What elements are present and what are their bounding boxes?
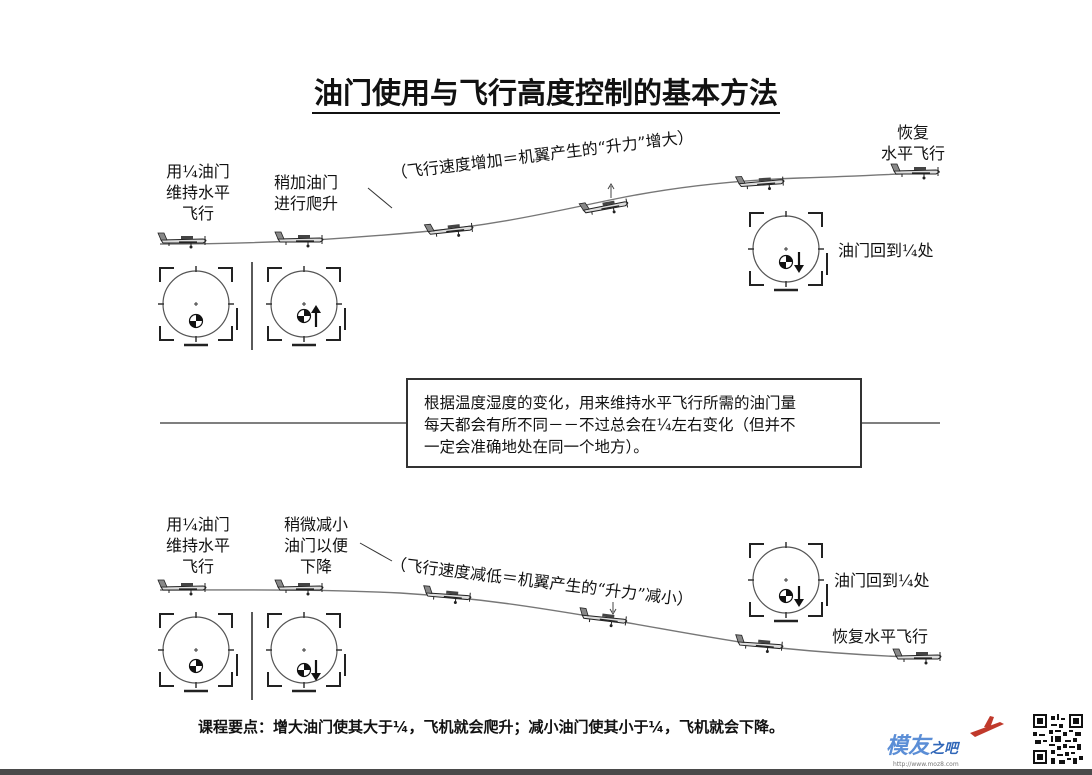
logo-airplane-icon [970,716,1004,737]
airplane-icon [157,232,207,250]
airplane-icon [578,194,630,220]
label-throttle-back: 油门回到¼处 [834,571,930,590]
airplane-icon [733,634,785,655]
qr-code-icon [1033,714,1083,764]
airplane-icon [423,219,475,241]
label-resume-level: 恢复 水平飞行 [880,123,945,163]
arrow-down-icon [794,586,804,607]
transmitter-stick-icon [156,610,239,693]
label-resume-level: 恢复水平飞行 [832,627,929,646]
arrow-down-icon [794,252,804,273]
bottom-bar [0,769,1092,775]
transmitter-stick-icon [156,264,239,347]
page-title: 油门使用与飞行高度控制的基本方法 [0,70,1092,114]
transmitter-stick-icon [264,610,347,693]
transmitter-stick-icon [264,264,347,347]
transmitter-stick-icon [746,209,829,292]
airplane-icon [157,579,207,597]
note-box: 根据温度湿度的变化，用来维持水平飞行所需的油门量 每天都会有所不同－－不过总会在… [406,378,862,468]
arrow-up-icon [311,305,321,327]
note-line: 一定会准确地处在同一个地方）。 [424,438,649,456]
note-line: 根据温度湿度的变化，用来维持水平飞行所需的油门量 [424,394,797,412]
label-descend: 稍微减小 油门以便 下降 [283,515,348,576]
label-climb: 稍加油门 进行爬升 [273,173,338,213]
airplane-icon [421,585,473,606]
course-key-point: 课程要点：增大油门使其大于¼，飞机就会爬升；减小油门使其小于¼，飞机就会下降。 [198,718,785,736]
site-url: http://www.moz8.com [893,761,959,768]
airplane-icon [274,231,324,249]
descent-flight-path [159,589,941,659]
label-level-flight: 用¼油门 维持水平 飞行 [165,515,230,576]
label-level-flight: 用¼油门 维持水平 飞行 [165,162,230,223]
site-logo[interactable]: 模友之吧 [886,734,959,759]
airplane-icon [892,648,942,666]
transmitter-stick-icon [746,540,829,623]
note-line: 每天都会有所不同－－不过总会在¼左右变化（但并不 [424,416,796,434]
airplane-icon [577,607,629,630]
arrow-down-icon [311,660,321,681]
airplane-icon [734,172,786,193]
airplane-icon [274,579,324,597]
label-throttle-back: 油门回到¼处 [838,241,934,260]
airplane-icon [890,163,940,181]
